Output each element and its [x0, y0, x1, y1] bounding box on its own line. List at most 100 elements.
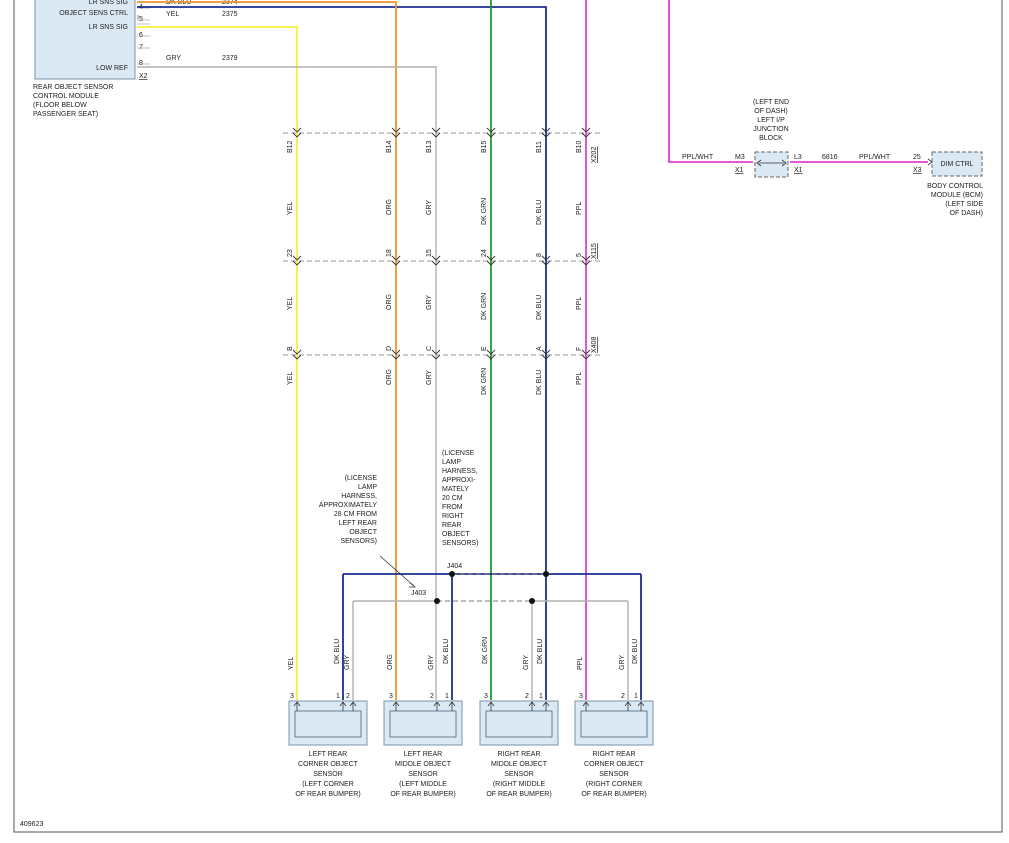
bcm-name: BODY CONTROL	[927, 183, 983, 190]
sensor-wire-label: DK GRN	[482, 637, 489, 664]
wire-color-label: YEL	[287, 372, 294, 385]
wire-ppl-wht-jblock-left	[668, 0, 753, 163]
splice-j403-dot	[529, 598, 535, 604]
bcm-name: OF DASH)	[950, 210, 983, 217]
wire-color-label: YEL	[287, 297, 294, 310]
wire-color-label: PPL	[576, 297, 583, 310]
connector-pin-c3	[541, 349, 551, 360]
connector-id-X202: X202	[591, 147, 598, 163]
sensor-pin-number: 1	[445, 693, 449, 700]
wire-color-label: DK GRN	[481, 293, 488, 320]
splice-note-left: 28 CM FROM	[334, 511, 377, 518]
splice-j403-dot	[434, 598, 440, 604]
splice-j404-dot	[449, 571, 455, 577]
wire-color-label: PPL	[576, 372, 583, 385]
sensor-wire-label: PPL	[577, 657, 584, 670]
connector-pin-label: B12	[287, 140, 294, 153]
module-pin-number: 8	[139, 60, 143, 67]
sensor-name: LEFT REAR	[309, 751, 347, 758]
diagram-id: 409623	[20, 821, 43, 828]
sensor-pin-terminal	[637, 701, 645, 711]
connector-pin-label: C	[426, 346, 433, 351]
wire-color-label: ORG	[386, 199, 393, 215]
wire-color-label: DK BLU	[536, 370, 543, 395]
splice-note-left: OBJECT	[349, 529, 377, 536]
wire-color-label: DK GRN	[481, 368, 488, 395]
splice-j404-label: J404	[447, 563, 462, 570]
splice-note-right: (LICENSE	[442, 450, 475, 457]
bcm-pin: 25	[913, 154, 921, 161]
wire-color-label: DK BLU	[536, 200, 543, 225]
bcm-pin-label: DIM CTRL	[940, 161, 973, 168]
connector-pin-c3	[581, 349, 591, 360]
connector-pin-label: A	[536, 346, 543, 351]
module-wire-circuit: 2379	[222, 55, 238, 62]
connector-pin-label: B13	[426, 140, 433, 153]
sensor-pin-terminal	[293, 701, 301, 711]
wire-color-label: PPL	[576, 202, 583, 215]
control-module-name: PASSENGER SEAT)	[33, 111, 98, 118]
connector-pin-c3	[391, 349, 401, 360]
module-wire-color: DK BLU	[166, 0, 191, 6]
control-module-name: REAR OBJECT SENSOR	[33, 84, 113, 91]
control-module-name: CONTROL MODULE	[33, 93, 99, 100]
sensor-pin-number: 3	[389, 693, 393, 700]
bcm-name: (LEFT SIDE	[945, 201, 983, 208]
splice-note-right: FROM	[442, 504, 463, 511]
sensor-wire-label: DK BLU	[443, 639, 450, 664]
sensor-pin-number: 1	[336, 693, 340, 700]
junction-block-name: (LEFT END	[753, 99, 789, 106]
diagram-border	[13, 0, 1003, 833]
connector-pin-label: B10	[576, 140, 583, 153]
sensor-pin-number: 2	[346, 693, 350, 700]
splice-note-left: SENSORS)	[340, 538, 377, 545]
jblock-circuit: 6816	[822, 154, 838, 161]
splice-note-right: REAR	[442, 522, 461, 529]
connector-pin-c2	[292, 255, 302, 266]
splice-note-arrowhead	[409, 582, 417, 588]
module-pin-number: 5	[139, 16, 143, 23]
connector-pin-c1	[486, 127, 496, 138]
jblock-left-connector: X1	[735, 167, 744, 174]
splice-note-right: 20 CM	[442, 495, 463, 502]
sensor-pin-terminal	[392, 701, 400, 711]
connector-id-X115: X115	[591, 243, 598, 259]
connector-pin-c1	[541, 127, 551, 138]
splice-note-left: HARNESS,	[341, 493, 377, 500]
connector-pin-c1	[292, 127, 302, 138]
connector-pin-label: D	[386, 346, 393, 351]
module-wire-circuit: 2374	[222, 0, 238, 6]
connector-pin-label: 18	[386, 249, 393, 257]
connector-pin-label: B	[287, 346, 294, 351]
sensor-name: LEFT REAR	[404, 751, 442, 758]
sensor-inner	[580, 710, 648, 738]
connector-pin-c1	[391, 127, 401, 138]
splice-note-right: MATELY	[442, 486, 469, 493]
sensor-name: SENSOR	[599, 771, 629, 778]
wire-color-label: YEL	[287, 202, 294, 215]
sensor-name: (RIGHT MIDDLE	[493, 781, 546, 788]
sensor-pin-terminal	[542, 701, 550, 711]
sensor-wire-label: ORG	[387, 654, 394, 670]
sensor-wire-label: DK BLU	[334, 639, 341, 664]
sensor-name: RIGHT REAR	[497, 751, 540, 758]
junction-block-name: BLOCK	[759, 135, 783, 142]
sensor-name: OF REAR BUMPER)	[295, 791, 360, 798]
bcm-pin-arrow	[927, 158, 933, 166]
sensor-inner	[294, 710, 362, 738]
wire-color-label: GRY	[426, 370, 433, 385]
sensor-wire-label: GRY	[344, 655, 351, 670]
sensor-pin-terminal	[487, 701, 495, 711]
connector-pin-label: B11	[536, 141, 543, 153]
sensor-name: SENSOR	[504, 771, 534, 778]
module-pin-number: 6	[139, 32, 143, 39]
sensor-name: OF REAR BUMPER)	[581, 791, 646, 798]
connector-pin-c2	[431, 255, 441, 266]
connector-pin-label: 23	[287, 249, 294, 257]
sensor-pin-number: 1	[539, 693, 543, 700]
sensor-pin-terminal	[448, 701, 456, 711]
splice-note-arrow	[379, 555, 415, 587]
wire-org-module	[137, 1, 397, 130]
jblock-left-pin: M3	[735, 154, 745, 161]
